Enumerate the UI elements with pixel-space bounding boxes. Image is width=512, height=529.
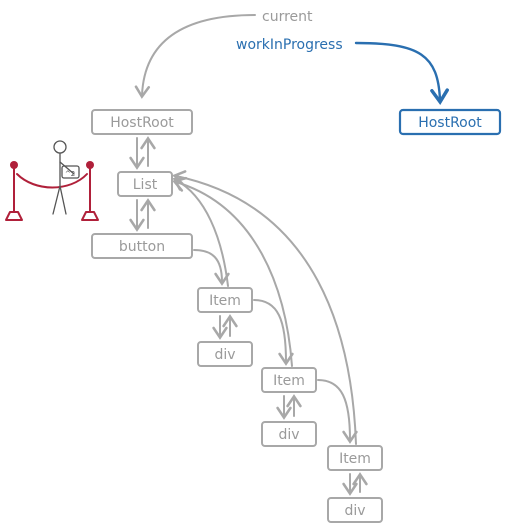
button-label: button [119, 239, 165, 255]
item-2-return-arrow [172, 176, 293, 367]
wip-host-root-label: HostRoot [418, 115, 482, 131]
div-2-node [261, 421, 317, 447]
wip-pointer-arrow [354, 41, 449, 106]
div-3-node [327, 497, 383, 523]
div-3-label: div [344, 503, 365, 519]
item-2-node [261, 367, 317, 393]
item-2-label: Item [273, 373, 305, 389]
host-root-label: HostRoot [110, 115, 174, 131]
current-label: current [262, 9, 313, 25]
current-pointer-arrow [134, 14, 256, 99]
item-1-sibling-arrow [253, 299, 294, 366]
div-1-node [197, 341, 253, 367]
button-node [91, 233, 193, 259]
list-label: List [133, 177, 158, 193]
svg-text:^2: ^2 [65, 170, 75, 178]
item-3-node [327, 445, 383, 471]
item-3-label: Item [339, 451, 371, 467]
host-root-node [91, 109, 193, 135]
item-1-node [197, 287, 253, 313]
div-1-label: div [214, 347, 235, 363]
item-2-sibling-arrow [317, 379, 358, 444]
wip-host-root-node [398, 108, 502, 136]
item-3-return-arrow [172, 170, 357, 445]
work-in-progress-label: workInProgress [236, 37, 343, 53]
div-2-label: div [278, 427, 299, 443]
rope-barrier-stick-figure-icon: ^2 [5, 140, 99, 221]
button-sibling-arrow [193, 249, 230, 286]
item-1-label: Item [209, 293, 241, 309]
list-node [117, 171, 173, 197]
